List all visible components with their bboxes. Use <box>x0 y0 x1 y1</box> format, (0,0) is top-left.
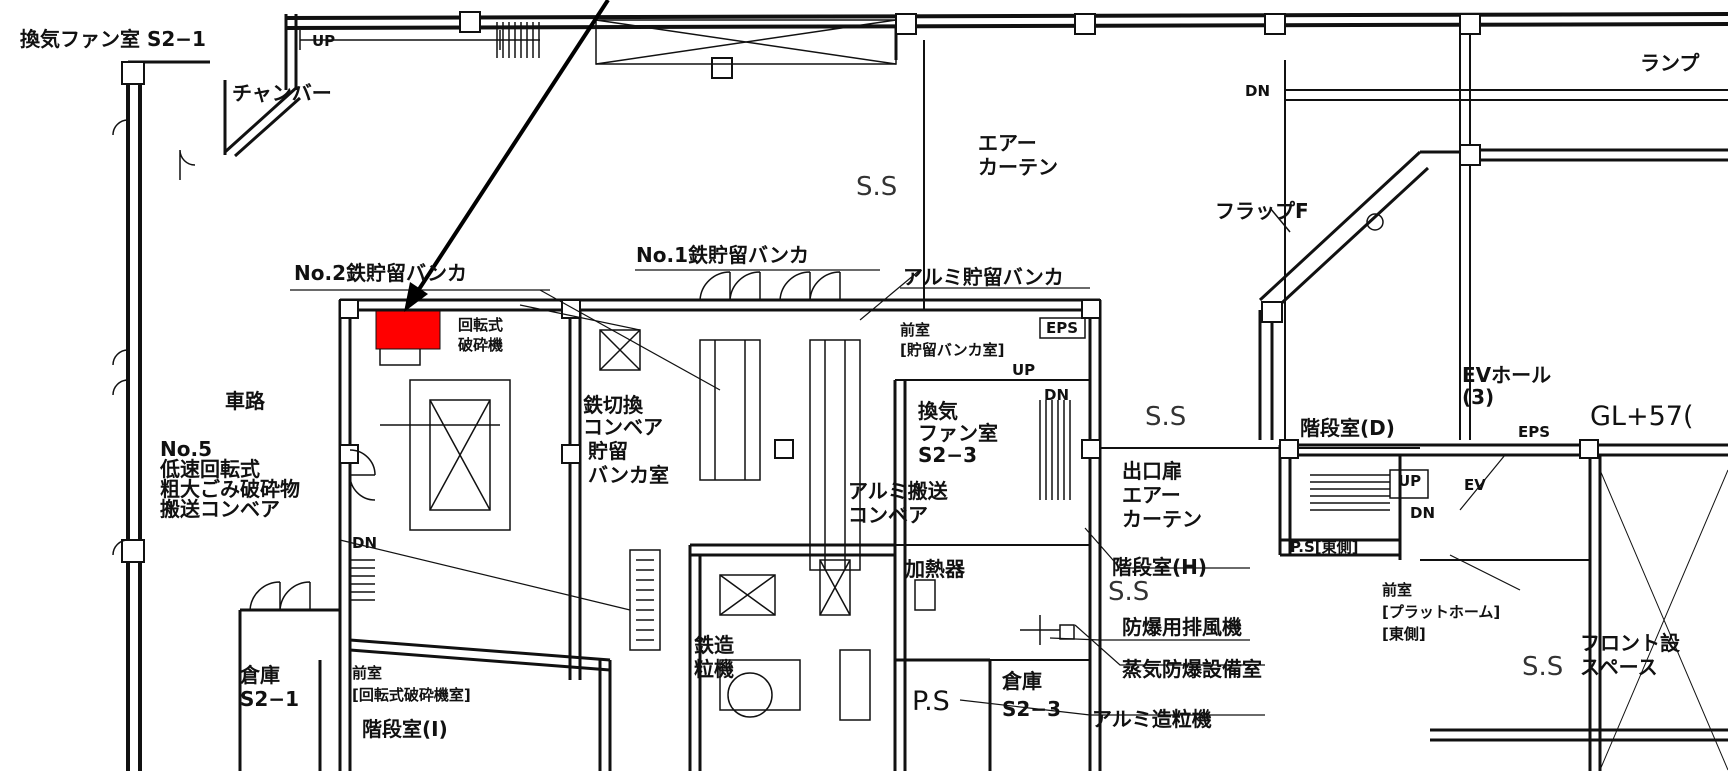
label-front-space: フロント設スペース <box>1580 631 1681 679</box>
pointer-arrow <box>404 0 610 312</box>
label-dn-mid: DN <box>1044 386 1069 404</box>
label-dn-right: DN <box>1410 504 1435 522</box>
label-up-right: UP <box>1398 472 1421 490</box>
label-alu-bunker: アルミ貯留バンカ <box>903 265 1064 289</box>
label-explosion-fan: 防爆用排風機 <box>1122 615 1242 639</box>
label-ss-lower: S.S <box>1108 577 1149 607</box>
columns <box>121 11 1599 563</box>
label-storage-bunker: 貯留バンカ室 <box>588 439 669 487</box>
label-rotary-crusher: 回転式破砕機 <box>458 316 503 354</box>
label-iron-granulator: 鉄造粒機 <box>694 633 735 681</box>
label-no1-iron-bunker: No.1鉄貯留バンカ <box>636 243 809 267</box>
label-roadway: 車路 <box>225 389 266 413</box>
label-heater: 加熱器 <box>904 557 966 581</box>
label-ss-top: S.S <box>856 172 897 202</box>
label-ev: EV <box>1464 476 1486 494</box>
label-up-mid: UP <box>1012 361 1035 379</box>
label-ss-right: S.S <box>1522 652 1563 682</box>
label-anteroom-platform: 前室[プラットホーム][東側] <box>1382 581 1500 643</box>
label-dn-left: DN <box>352 534 377 552</box>
label-exit-door: 出口扉エアーカーテン <box>1122 459 1202 531</box>
label-damper: チャンバー <box>232 81 332 105</box>
label-dn-top: DN <box>1245 82 1270 100</box>
label-iron-conveyor: 鉄切換コンベア <box>583 393 663 439</box>
label-fan-room-s2-1: 換気ファン室 S2−1 <box>20 27 206 51</box>
label-no2-iron-bunker: No.2鉄貯留バンカ <box>294 261 467 285</box>
doors <box>112 119 841 611</box>
equipment <box>379 207 1728 771</box>
label-alu-conveyor: アルミ搬送コンベア <box>848 479 949 527</box>
location-marker <box>375 310 441 350</box>
label-stair-d: 階段室(D) <box>1300 416 1395 440</box>
label-stair-i: 階段室(I) <box>362 717 448 741</box>
label-anteroom-bunker: 前室[貯留バンカ室] <box>900 321 1004 359</box>
label-gl: GL+57( <box>1590 401 1693 432</box>
label-ps-east: P.S[東側] <box>1290 538 1358 556</box>
label-flap-f: フラップF <box>1215 199 1309 223</box>
label-eps-right: EPS <box>1518 423 1550 441</box>
label-ramp: ランプ <box>1640 51 1700 75</box>
walls <box>126 12 1728 771</box>
label-anteroom-rotary: 前室[回転式破砕機室] <box>352 664 471 704</box>
label-up-top: UP <box>312 32 335 50</box>
label-stair-h: 階段室(H) <box>1112 555 1207 579</box>
label-steam-room: 蒸気防爆設備室 <box>1122 657 1262 681</box>
label-ss-mid: S.S <box>1145 402 1186 432</box>
label-eps: EPS <box>1046 319 1078 337</box>
label-ps-lower: P.S <box>912 686 950 717</box>
label-ev-hall: EVホール(3) <box>1462 363 1551 409</box>
label-air-curtain-top: エアーカーテン <box>978 131 1058 179</box>
room-labels: 換気ファン室 S2−1 UP チャンバー ランプ DN エアーカーテン S.S … <box>20 27 1700 741</box>
label-alu-granulator: アルミ造粒機 <box>1092 707 1212 731</box>
stairs <box>299 19 1390 651</box>
